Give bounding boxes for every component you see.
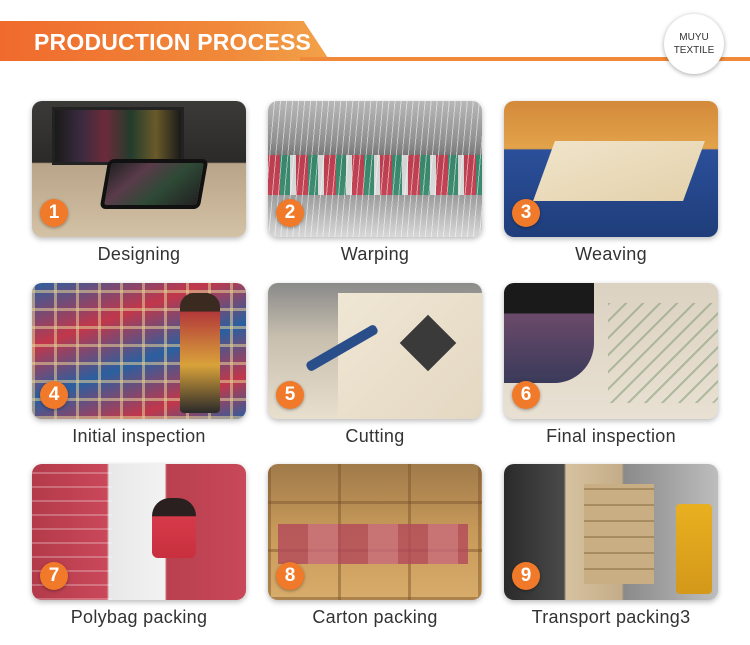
step-card-weaving: 3 [504,101,718,237]
step-label: Polybag packing [70,607,208,627]
step-card-cutting: 5 [268,283,482,419]
step-label: Warping [340,244,410,264]
step-number-badge: 5 [276,381,304,409]
step-number-badge: 4 [40,381,68,409]
header-divider-line [300,57,750,61]
step-label: Initial inspection [72,426,206,446]
step-card-final-inspection: 6 [504,283,718,419]
page-title: PRODUCTION PROCESS [34,29,312,55]
step-card-warping: 2 [268,101,482,237]
step-label: Designing [97,244,181,264]
step-label: Weaving [575,244,647,264]
header-banner [0,21,330,61]
brand-logo: MUYU TEXTILE [664,14,724,74]
step-card-designing: 1 [32,101,246,237]
step-label: Cutting [345,426,405,446]
step-number-badge: 2 [276,199,304,227]
step-number-badge: 1 [40,199,68,227]
logo-text-line1: MUYU [679,32,709,43]
step-label: Carton packing [312,607,438,627]
step-number-badge: 7 [40,562,68,590]
step-label: Transport packing3 [531,607,691,627]
logo-text-line2: TEXTILE [673,45,715,56]
step-card-transport-packing: 9 [504,464,718,600]
final-inspection-photo [504,283,718,419]
step-number-badge: 9 [512,562,540,590]
step-card-initial-inspection: 4 [32,283,246,419]
step-number-badge: 8 [276,562,304,590]
step-number-badge: 6 [512,381,540,409]
step-number-badge: 3 [512,199,540,227]
step-card-polybag-packing: 7 [32,464,246,600]
step-card-carton-packing: 8 [268,464,482,600]
step-label: Final inspection [546,426,676,446]
